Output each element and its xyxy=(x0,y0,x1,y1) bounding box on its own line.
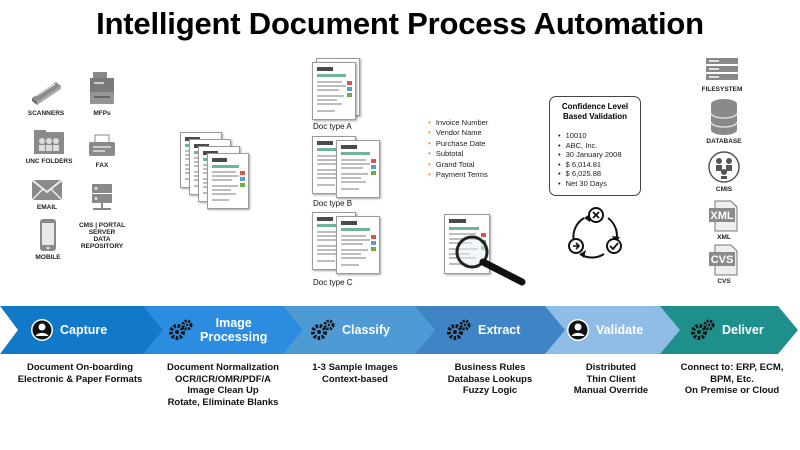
stage-image-processing: Image Processing xyxy=(168,306,267,354)
incoming-document-stack xyxy=(180,132,260,232)
extraction-field-list: Invoice Number Vendor Name Purchase Date… xyxy=(428,118,489,180)
confidence-value: 30 January 2008 xyxy=(558,150,640,160)
doc-type-c-label: Doc type C xyxy=(313,278,353,287)
magnifier-icon xyxy=(455,235,526,286)
server-icon xyxy=(92,184,112,210)
stage-label: Extract xyxy=(478,323,521,337)
email-icon xyxy=(31,179,63,201)
field-item: Grand Total xyxy=(428,160,488,170)
document-thumbnail xyxy=(312,62,356,120)
gears-icon xyxy=(169,319,193,340)
xml-icon: XML xyxy=(709,200,738,232)
stage-deliver: Deliver xyxy=(690,306,764,354)
stage-validate: Validate xyxy=(566,306,643,354)
source-mfps: MFPs xyxy=(82,70,122,117)
target-database: DATABASE xyxy=(696,98,752,145)
stage-description-image-processing: Document Normalization OCR/ICR/OMR/PDF/A… xyxy=(167,362,279,408)
source-email: EMAIL xyxy=(22,178,72,211)
cmis-icon xyxy=(708,151,740,183)
stage-classify: Classify xyxy=(310,306,390,354)
confidence-title: Confidence Level Based Validation xyxy=(561,102,629,121)
stage-chevron-deliver xyxy=(660,306,798,354)
document-thumbnail xyxy=(207,153,249,209)
stage-chevron-validate xyxy=(545,306,685,354)
fax-icon xyxy=(89,134,115,156)
stage-chevron-extract xyxy=(415,306,570,354)
gears-icon xyxy=(691,319,715,340)
stage-label: Classify xyxy=(342,323,390,337)
stage-chevron-classify xyxy=(283,306,440,354)
document-thumbnail xyxy=(336,140,380,198)
confidence-value: ABC, Inc. xyxy=(558,141,640,151)
confidence-value: $ 6,025.88 xyxy=(558,169,640,179)
stage-label: Deliver xyxy=(722,323,764,337)
stage-description-validate: Distributed Thin Client Manual Override xyxy=(573,362,649,396)
doc-stack-b xyxy=(312,136,392,200)
target-cmis: CMIS xyxy=(700,150,748,193)
stage-capture: Capture xyxy=(30,306,107,354)
gears-icon xyxy=(311,319,335,340)
target-cvs: CVS CVS xyxy=(700,244,748,285)
user-icon xyxy=(31,319,53,341)
cvs-icon: CVS xyxy=(709,244,738,276)
stage-extract: Extract xyxy=(446,306,520,354)
stage-label: Capture xyxy=(60,323,108,337)
doc-stack-a xyxy=(312,58,372,122)
stage-chevron-image-processing xyxy=(143,306,308,354)
document-thumbnail xyxy=(336,216,380,274)
confidence-value: $ 6,014.81 xyxy=(558,160,640,170)
gears-icon xyxy=(447,319,471,340)
stage-description-deliver: Connect to: ERP, ECM, BPM, Etc. On Premi… xyxy=(680,362,784,396)
field-item: Vendor Name xyxy=(428,128,488,138)
validation-cycle-icon xyxy=(568,207,622,259)
source-scanners: SCANNERS xyxy=(20,72,72,117)
field-item: Subtotal xyxy=(428,149,488,159)
confidence-value: 10010 xyxy=(558,131,640,141)
scanner-icon xyxy=(32,82,61,105)
pipeline-bar xyxy=(0,306,798,354)
doc-type-b-label: Doc type B xyxy=(313,199,353,208)
page-title: Intelligent Document Process Automation xyxy=(96,6,704,41)
target-filesystem: FILESYSTEM xyxy=(692,56,752,93)
cvs-badge-text: CVS xyxy=(711,254,734,266)
filesystem-icon xyxy=(706,58,738,80)
field-item: Payment Terms xyxy=(428,170,488,180)
mfp-icon xyxy=(90,72,114,104)
field-item: Invoice Number xyxy=(428,118,489,128)
confidence-validation-box: Confidence Level Based Validation 10010 … xyxy=(549,96,641,196)
stage-label: Validate xyxy=(596,323,644,337)
stage-description-capture: Document On-boarding Electronic & Paper … xyxy=(17,362,143,385)
target-xml: XML XML xyxy=(700,200,748,241)
doc-type-a-label: Doc type A xyxy=(313,122,352,131)
stage-label: Image Processing xyxy=(200,316,268,344)
source-fax: FAX xyxy=(82,134,122,169)
doc-stack-c xyxy=(312,212,392,276)
mobile-icon xyxy=(40,219,56,251)
xml-badge-text: XML xyxy=(710,210,734,222)
database-icon xyxy=(710,99,738,135)
stage-description-classify: 1-3 Sample Images Context-based xyxy=(312,362,398,385)
confidence-value-list: 10010 ABC, Inc. 30 January 2008 $ 6,014.… xyxy=(558,131,640,189)
unc-folders-icon xyxy=(34,130,64,154)
source-unc-folders: UNC FOLDERS xyxy=(20,128,78,165)
stage-chevron-capture xyxy=(0,306,168,354)
field-item: Purchase Date xyxy=(428,139,488,149)
user-icon xyxy=(567,319,589,341)
source-cms-portal: CMS | PORTAL SERVER DATA REPOSITORY xyxy=(72,176,132,250)
stage-description-extract: Business Rules Database Lookups Fuzzy Lo… xyxy=(447,362,533,396)
source-mobile: MOBILE xyxy=(30,218,66,261)
confidence-value: Net 30 Days xyxy=(558,179,640,189)
